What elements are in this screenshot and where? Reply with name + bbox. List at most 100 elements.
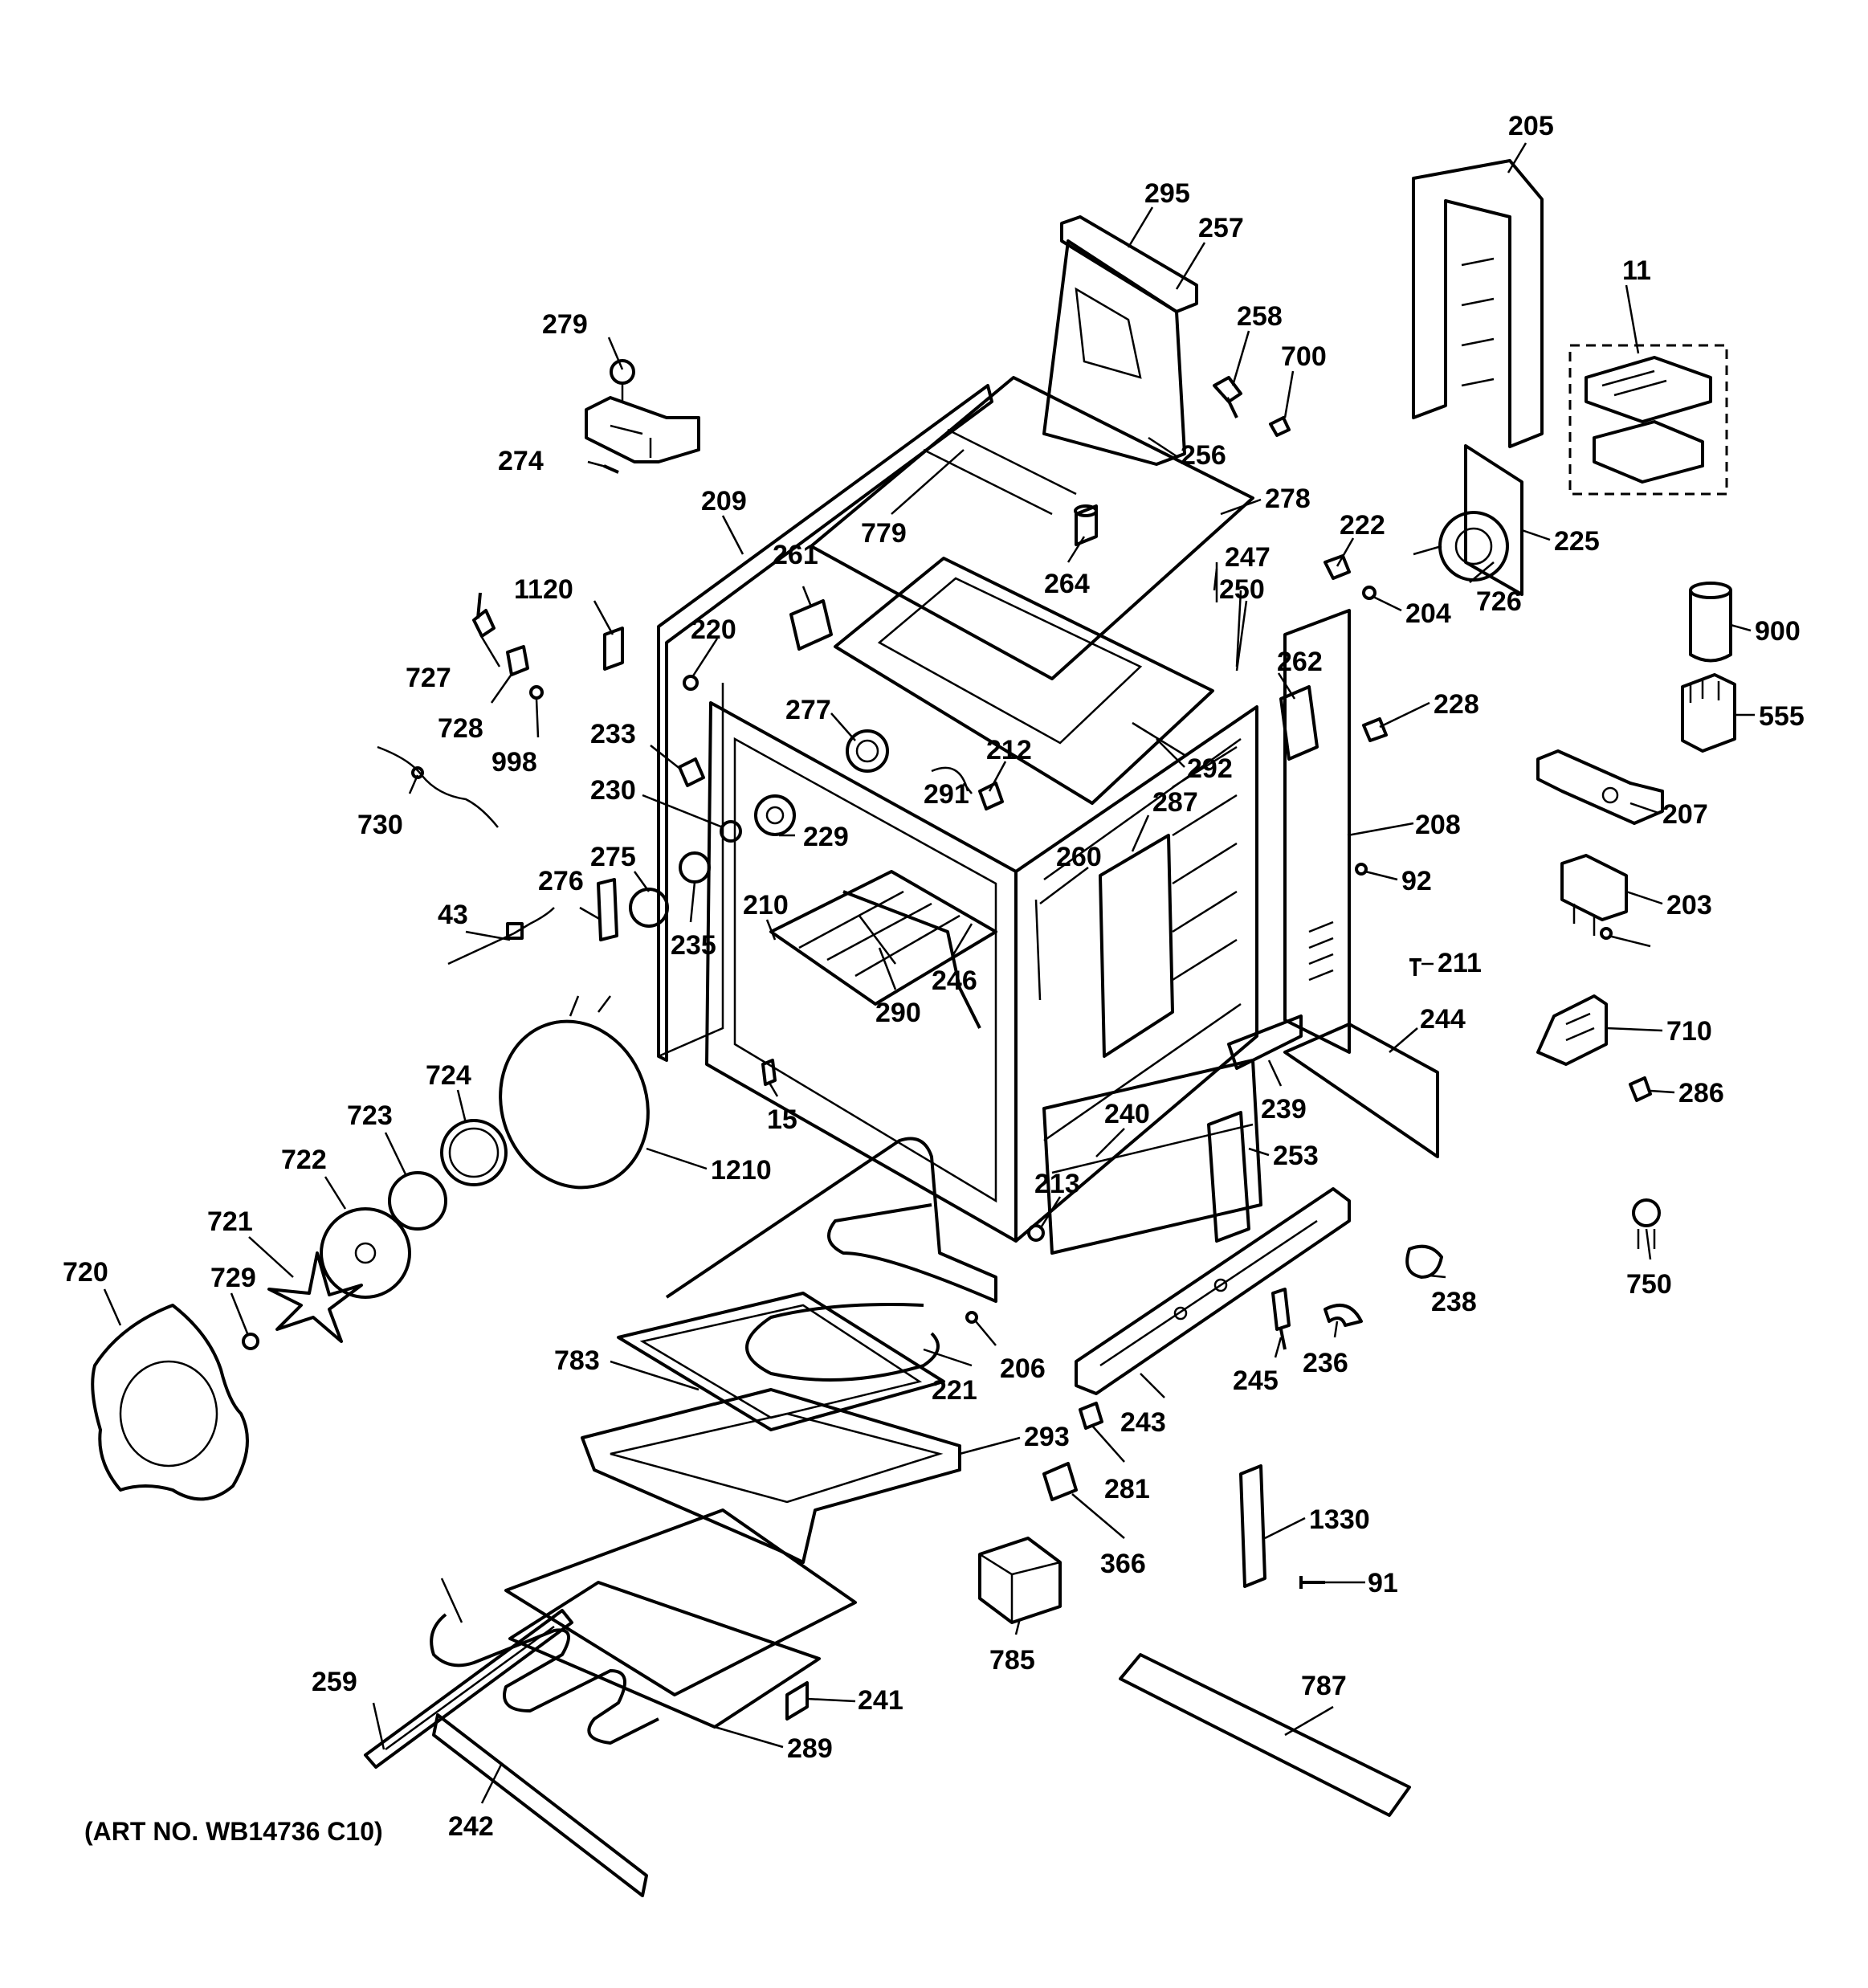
part-243-burner-tray: [1075, 1187, 1351, 1395]
part-label: 700: [1281, 341, 1327, 372]
part-label: 724: [426, 1060, 471, 1091]
part-label: 274: [498, 446, 544, 476]
part-label: 276: [538, 866, 584, 896]
part-233-socket: [678, 757, 705, 787]
part-235-lens: [679, 851, 711, 884]
part-1120-knob: [603, 627, 624, 671]
part-258-bracket: [1213, 376, 1242, 418]
part-label: 787: [1301, 1671, 1347, 1701]
part-label: 245: [1233, 1365, 1279, 1396]
part-label: 205: [1508, 111, 1554, 141]
part-204-screw: [1362, 586, 1377, 600]
part-oven-top-frame: [834, 557, 1214, 805]
part-label: 292: [1187, 753, 1233, 784]
part-210-rack: [769, 870, 997, 1006]
part-label: 261: [773, 540, 818, 570]
part-555-block: [1681, 673, 1736, 753]
part-label: 230: [590, 775, 636, 806]
part-label: 242: [448, 1811, 494, 1842]
part-label: 278: [1265, 484, 1311, 514]
part-label: 211: [1438, 948, 1482, 978]
part-label: 710: [1666, 1016, 1712, 1047]
part-label: 238: [1431, 1287, 1477, 1317]
part-label: 11: [1622, 255, 1651, 286]
leader-lines: [103, 142, 1755, 1804]
part-785-cover: [978, 1537, 1062, 1624]
part-900-capacitor: [1689, 590, 1732, 663]
part-label: 239: [1261, 1094, 1307, 1125]
part-label: 900: [1755, 616, 1801, 647]
part-label: 213: [1034, 1169, 1080, 1199]
part-label: 726: [1476, 586, 1522, 617]
part-label: 228: [1434, 689, 1479, 720]
part-726-motor: [1438, 511, 1509, 582]
part-label: 212: [986, 735, 1032, 765]
part-label: 289: [787, 1733, 833, 1764]
part-11-outline: [1568, 344, 1728, 496]
part-225-plate: [1464, 444, 1523, 596]
part-230-socket: [720, 820, 742, 843]
part-720-shroud: [91, 1304, 249, 1501]
part-220-nut: [683, 675, 699, 691]
part-label: 293: [1024, 1422, 1070, 1452]
part-label: 281: [1104, 1474, 1150, 1504]
part-213-clip: [1027, 1224, 1045, 1242]
part-246-bake-element: [842, 890, 981, 1029]
part-label: 229: [803, 822, 849, 852]
part-275-bulb: [629, 888, 669, 928]
part-257-vent-duct: [1042, 239, 1186, 466]
part-261-bracket: [789, 599, 833, 651]
part-242-drawer-front: [432, 1713, 648, 1897]
part-203-switch: [1560, 854, 1628, 921]
part-724-fan-cover: [440, 1119, 508, 1186]
part-91-screw: [1299, 1576, 1325, 1589]
part-label: 222: [1340, 510, 1385, 541]
part-label: 783: [554, 1345, 600, 1376]
part-276-bracket: [597, 878, 618, 941]
part-label: 1210: [711, 1155, 772, 1186]
part-label: 258: [1237, 301, 1283, 332]
part-211-screw: [1409, 958, 1421, 976]
part-236-clip: [1324, 1304, 1363, 1327]
part-262-bracket: [1279, 685, 1319, 761]
part-label: 723: [347, 1100, 393, 1131]
part-label: 727: [406, 663, 451, 693]
part-label: 257: [1198, 213, 1244, 243]
part-250-rod: [1235, 590, 1242, 667]
art-number-caption: (ART NO. WB14736 C10): [84, 1817, 383, 1846]
part-label: 295: [1144, 178, 1190, 209]
part-label: 286: [1678, 1078, 1724, 1108]
part-290-rack-guide: [859, 915, 896, 965]
part-264-fitting: [1075, 504, 1098, 546]
part-label: 91: [1368, 1568, 1398, 1598]
part-label: 221: [932, 1375, 977, 1406]
part-label: 256: [1181, 440, 1226, 471]
part-label: 290: [875, 998, 921, 1028]
part-229-cover: [754, 794, 796, 836]
part-253-bracket: [1207, 1111, 1250, 1243]
part-label: 555: [1759, 701, 1805, 732]
part-label: 279: [542, 309, 588, 340]
part-label: 785: [989, 1645, 1035, 1676]
part-292-bar: [1132, 721, 1185, 757]
part-1210-ring-element: [499, 1019, 650, 1190]
part-212-clip: [978, 782, 1004, 810]
part-label: 209: [701, 486, 747, 516]
part-label: 722: [281, 1145, 327, 1175]
part-label: 259: [312, 1667, 357, 1697]
part-245-igniter: [1271, 1288, 1291, 1350]
part-277-ring: [846, 729, 889, 773]
part-205-panel: [1412, 159, 1544, 448]
part-label: 241: [858, 1685, 903, 1716]
part-label: 203: [1666, 890, 1712, 921]
part-label: 206: [1000, 1353, 1046, 1384]
part-drawings: [91, 159, 1736, 1897]
part-730-wire: [377, 745, 499, 828]
part-207-bracket: [1536, 749, 1664, 825]
part-728-bracket: [506, 645, 529, 676]
part-label: 246: [932, 965, 977, 996]
part-label: 291: [924, 779, 969, 810]
part-92-screw-a: [1355, 863, 1368, 876]
part-239-bracket: [1227, 1014, 1303, 1070]
part-label: 728: [438, 713, 483, 744]
